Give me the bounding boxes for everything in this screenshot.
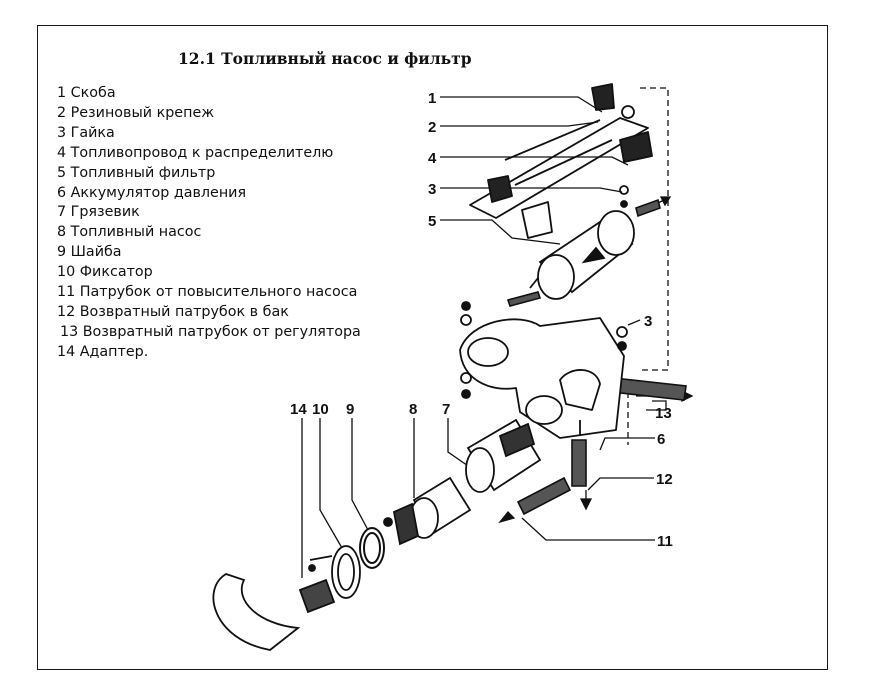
callout-11: 11: [657, 533, 673, 550]
legend-item-11: 11 Патрубок от повысительного насоса: [57, 284, 358, 301]
callout-3-upper: 3: [428, 181, 436, 198]
legend-item-2: 2 Резиновый крепеж: [57, 104, 215, 121]
legend-item-12: 12 Возвратный патрубок в бак: [57, 303, 289, 320]
callout-9: 9: [346, 401, 354, 418]
legend-item-14: 14 Адаптер.: [57, 343, 149, 360]
callout-5: 5: [428, 213, 436, 230]
callout-labels: 1 2 4 3 5 3 14 10 9 8 7 13 6 12 11: [290, 90, 673, 550]
legend-item-13: 13 Возвратный патрубок от регулятора: [60, 323, 361, 340]
callout-2: 2: [428, 119, 436, 136]
strainer-sleeve: [465, 418, 542, 493]
legend-item-5: 5 Топливный фильтр: [57, 164, 216, 181]
upper-bracket: [469, 83, 653, 239]
dashed-boundary: [627, 87, 669, 445]
retainer: [308, 545, 361, 599]
legend-item-1: 1 Скоба: [57, 85, 116, 101]
callout-12: 12: [656, 471, 673, 488]
adapter: [212, 573, 336, 651]
legend-item-9: 9 Шайба: [57, 244, 122, 261]
legend-item-10: 10 Фиксатор: [57, 264, 153, 281]
legend-item-6: 6 Аккумулятор давления: [57, 184, 247, 201]
fuel-pump: [383, 476, 472, 546]
callout-14: 14: [290, 401, 307, 418]
callout-10: 10: [312, 401, 329, 418]
callout-3-right: 3: [644, 313, 652, 330]
figure-title: 12.1 Топливный насос и фильтр: [178, 49, 472, 68]
legend-item-7: 7 Грязевик: [57, 204, 140, 221]
legend-item-4: 4 Топливопровод к распределителю: [57, 144, 334, 161]
fuel-filter: [529, 210, 635, 300]
callout-13: 13: [655, 405, 672, 422]
illustration-frame: [37, 25, 828, 670]
callout-6: 6: [657, 431, 665, 448]
legend-item-8: 8 Топливный насос: [57, 224, 202, 241]
callout-4: 4: [428, 150, 437, 167]
legend-item-3: 3 Гайка: [57, 124, 115, 141]
callout-8: 8: [409, 401, 417, 418]
callout-1: 1: [428, 90, 436, 107]
parts-legend: 1 Скоба 2 Резиновый крепеж 3 Гайка 4 Топ…: [57, 84, 361, 363]
callout-7: 7: [442, 401, 450, 418]
washer: [359, 527, 385, 569]
pump-housing: [459, 301, 628, 439]
